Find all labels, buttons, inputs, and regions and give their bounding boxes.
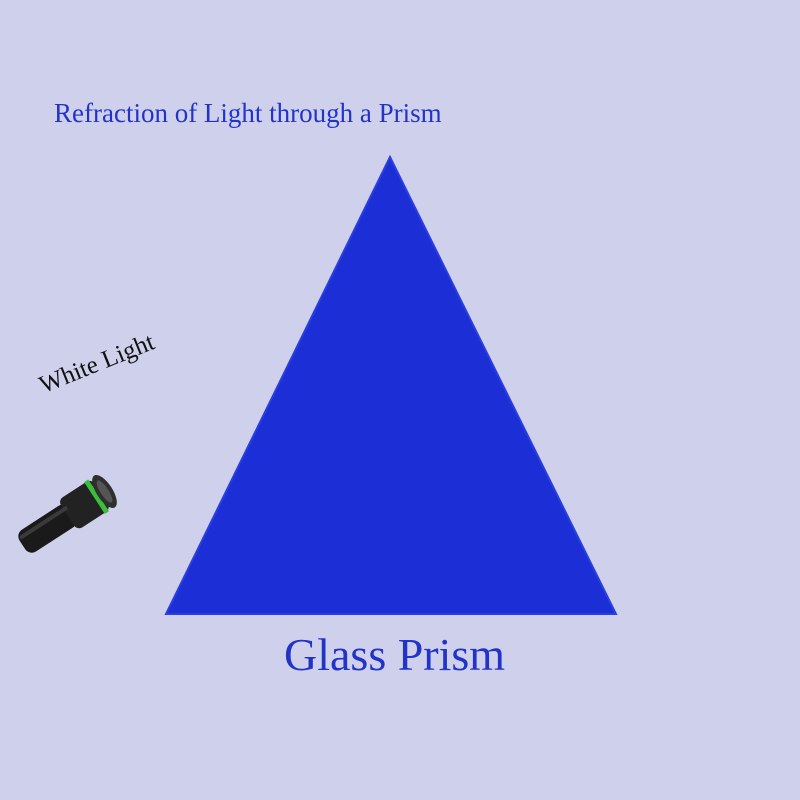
flashlight-icon [18, 474, 117, 553]
glass-prism-label: Glass Prism [284, 629, 506, 680]
diagram-title: Refraction of Light through a Prism [54, 98, 442, 128]
glass-prism [164, 154, 618, 615]
